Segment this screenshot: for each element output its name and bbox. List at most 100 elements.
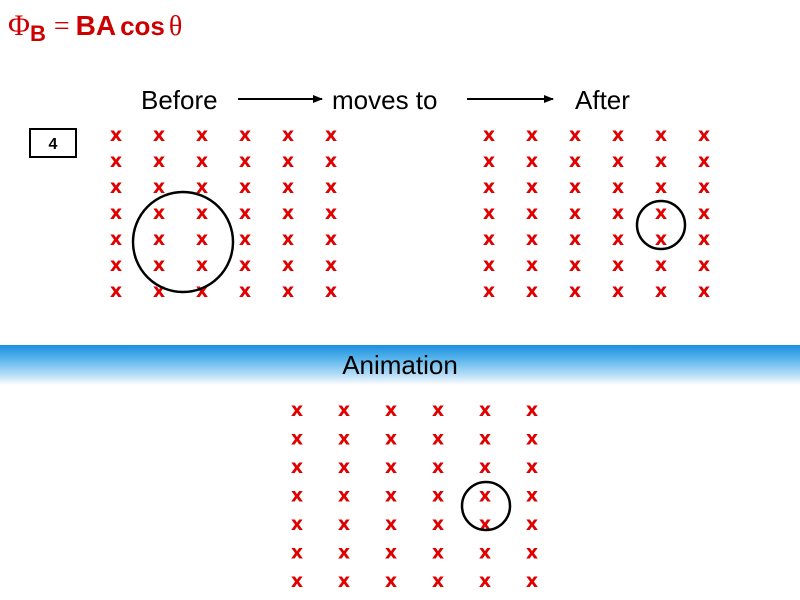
moves-to-label: moves to [332, 85, 438, 115]
slide-number: 4 [49, 136, 58, 153]
animation-field-mark: x [526, 570, 538, 592]
animation-field-mark: x [526, 485, 538, 507]
after-field-mark: x [655, 176, 667, 198]
after-field-mark: x [698, 254, 710, 276]
before-label: Before [141, 85, 218, 115]
before-field-mark: x [239, 176, 251, 198]
before-field-mark: x [196, 228, 208, 250]
after-field-mark: x [698, 202, 710, 224]
animation-field-mark: x [526, 513, 538, 535]
slide-number-box [29, 128, 77, 158]
animation-field-mark: x [338, 485, 350, 507]
before-field-mark: x [282, 202, 294, 224]
after-field-mark: x [569, 176, 581, 198]
after-field-mark: x [483, 280, 495, 302]
animation-field-mark: x [526, 428, 538, 450]
animation-field-mark: x [479, 485, 491, 507]
after-field-mark: x [612, 280, 624, 302]
before-field-mark: x [110, 150, 122, 172]
before-field-mark: x [153, 228, 165, 250]
after-field-mark: x [612, 228, 624, 250]
before-field-mark: x [282, 228, 294, 250]
animation-field-mark: x [432, 428, 444, 450]
loop-animation [460, 480, 512, 532]
after-field-mark: x [698, 150, 710, 172]
before-field-mark: x [153, 254, 165, 276]
after-field-mark: x [526, 202, 538, 224]
animation-field-mark: x [385, 513, 397, 535]
after-field-mark: x [612, 150, 624, 172]
after-field-mark: x [655, 150, 667, 172]
after-field-mark: x [612, 202, 624, 224]
animation-field-mark: x [385, 399, 397, 421]
animation-field-mark: x [432, 513, 444, 535]
animation-field-mark: x [526, 399, 538, 421]
animation-field-mark: x [432, 485, 444, 507]
after-field-mark: x [698, 280, 710, 302]
after-field-mark: x [569, 124, 581, 146]
before-field-mark: x [196, 202, 208, 224]
before-field-mark: x [153, 150, 165, 172]
animation-field-mark: x [338, 513, 350, 535]
before-field-mark: x [110, 202, 122, 224]
theta-symbol: θ [168, 11, 183, 42]
animation-field-mark: x [526, 456, 538, 478]
after-field-mark: x [526, 176, 538, 198]
phi-subscript: B [29, 21, 46, 46]
after-label: After [575, 85, 630, 115]
before-field-mark: x [153, 176, 165, 198]
before-field-mark: x [325, 254, 337, 276]
after-field-mark: x [612, 176, 624, 198]
before-field-mark: x [282, 254, 294, 276]
phi-symbol: Φ [8, 9, 30, 42]
animation-field-mark: x [338, 428, 350, 450]
animation-field-mark: x [432, 570, 444, 592]
before-field-mark: x [196, 124, 208, 146]
after-field-mark: x [483, 150, 495, 172]
equals-sign: = [53, 11, 70, 42]
animation-banner [0, 345, 800, 385]
animation-field-mark: x [338, 399, 350, 421]
formula-ba: BA [75, 10, 117, 41]
after-field-mark: x [569, 202, 581, 224]
after-field-mark: x [483, 254, 495, 276]
before-field-mark: x [153, 124, 165, 146]
before-field-mark: x [110, 176, 122, 198]
animation-field-mark: x [479, 570, 491, 592]
after-field-mark: x [483, 124, 495, 146]
animation-label: Animation [342, 350, 458, 380]
before-field-mark: x [282, 150, 294, 172]
before-field-mark: x [239, 228, 251, 250]
animation-field-mark: x [385, 428, 397, 450]
animation-field-mark: x [432, 456, 444, 478]
animation-field-mark: x [479, 399, 491, 421]
before-field-mark: x [239, 150, 251, 172]
animation-field-mark: x [385, 456, 397, 478]
before-field-mark: x [282, 124, 294, 146]
loop-before [131, 190, 235, 294]
after-field-mark: x [483, 202, 495, 224]
before-field-mark: x [325, 280, 337, 302]
before-field-mark: x [196, 254, 208, 276]
animation-field-mark: x [385, 485, 397, 507]
before-field-mark: x [325, 124, 337, 146]
after-field-mark: x [698, 228, 710, 250]
before-field-mark: x [239, 254, 251, 276]
animation-field-mark: x [291, 542, 303, 564]
after-field-mark: x [698, 176, 710, 198]
after-field-mark: x [698, 124, 710, 146]
after-field-mark: x [569, 280, 581, 302]
animation-field-mark: x [479, 428, 491, 450]
loop-after [635, 199, 687, 251]
after-field-mark: x [655, 202, 667, 224]
animation-field-mark: x [432, 542, 444, 564]
animation-field-mark: x [338, 456, 350, 478]
before-field-mark: x [196, 280, 208, 302]
after-field-mark: x [526, 280, 538, 302]
before-field-mark: x [110, 280, 122, 302]
before-field-mark: x [196, 176, 208, 198]
animation-field-mark: x [291, 456, 303, 478]
after-field-mark: x [569, 150, 581, 172]
